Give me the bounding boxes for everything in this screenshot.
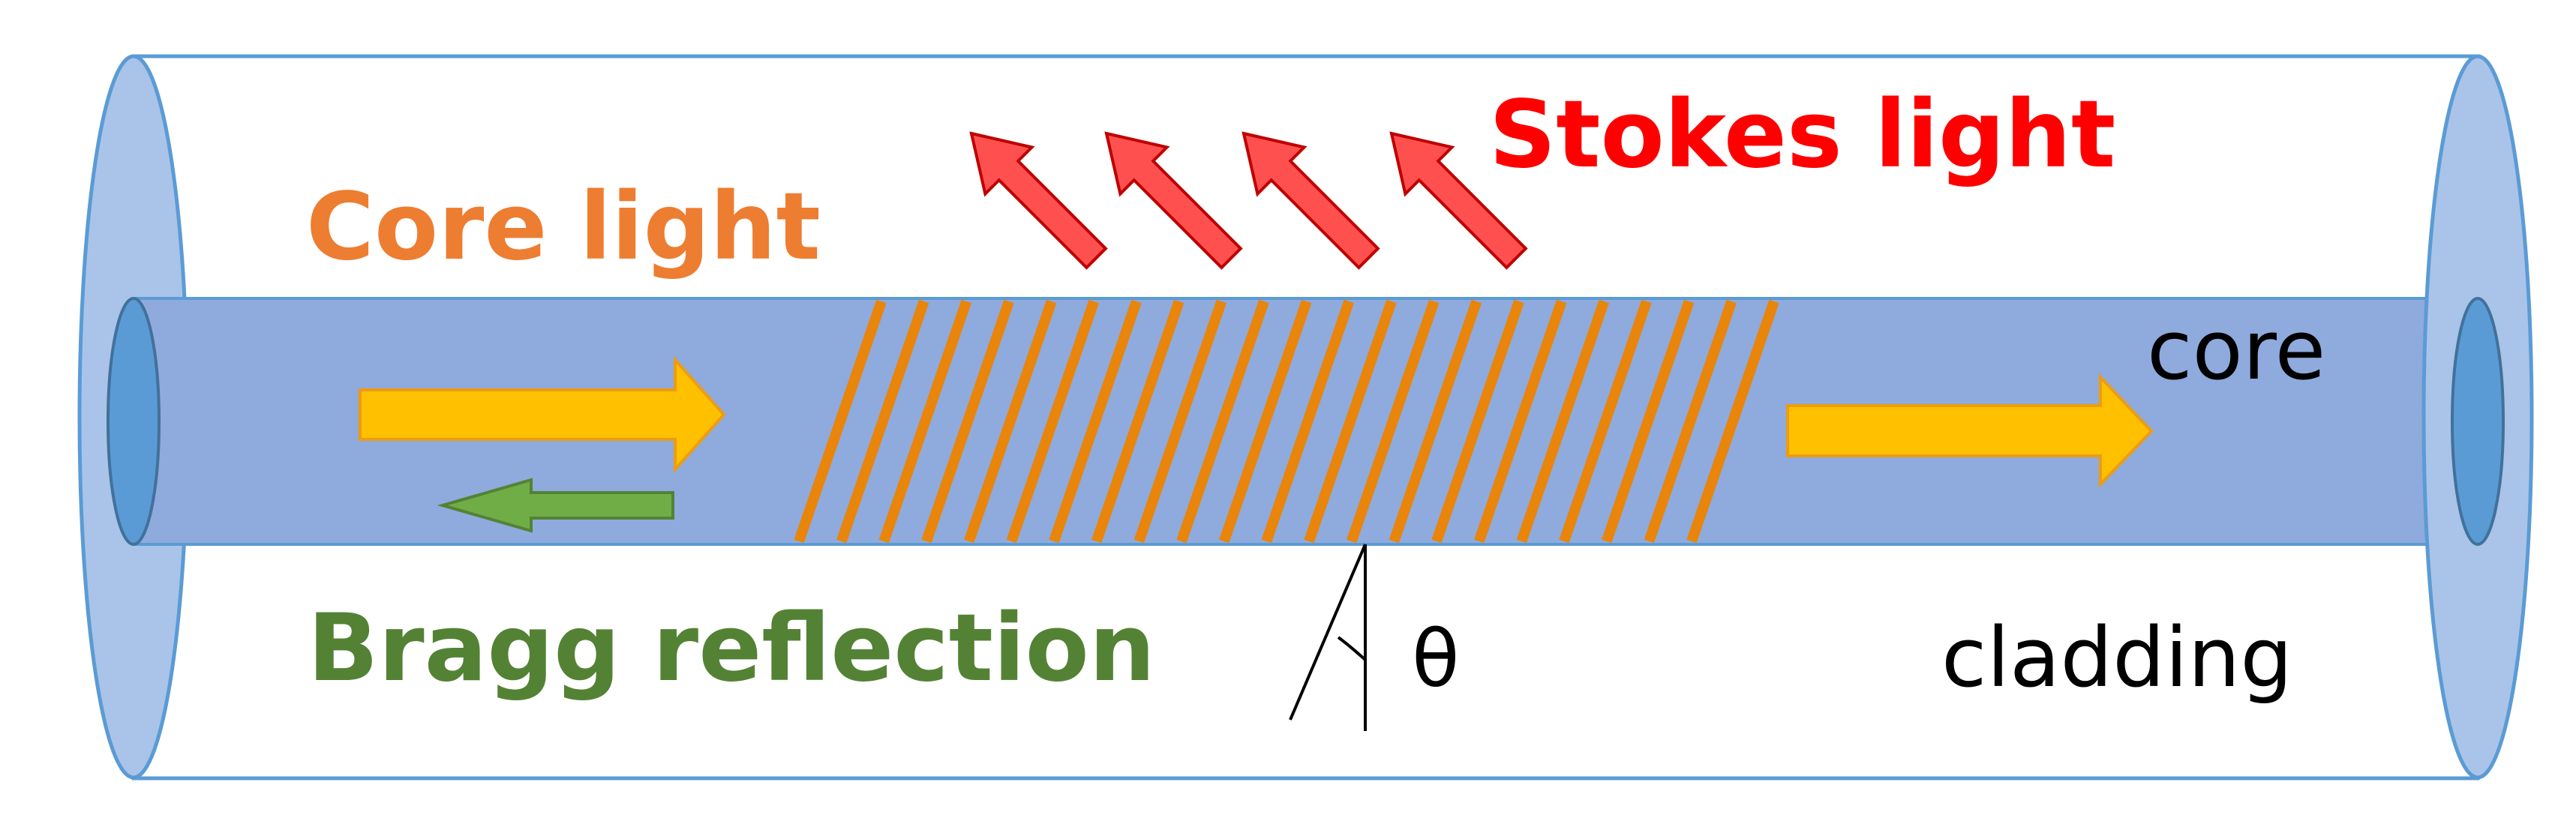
grating-line: [1431, 299, 1524, 544]
grating-line: [1474, 299, 1567, 544]
right-core-end: [2451, 297, 2505, 546]
grating-line: [1389, 299, 1482, 544]
angle-arc: [1337, 636, 1367, 661]
grating-line: [878, 299, 971, 544]
grating-line: [1261, 299, 1354, 544]
stokes-light-arrows: [969, 131, 1528, 270]
grating-line: [836, 299, 929, 544]
grating-line: [921, 299, 1014, 544]
grating-line: [1091, 299, 1184, 544]
tilt-angle-indicator: [1289, 544, 1367, 731]
grating-line: [1304, 299, 1397, 544]
stokes-light-label: Stokes light: [1489, 81, 2115, 189]
stokes-arrow: [1241, 131, 1380, 270]
grating-line: [1644, 299, 1737, 544]
grating-line: [1686, 299, 1779, 544]
transmitted-core-light-arrow: [1786, 373, 2154, 488]
core-light-label: Core light: [306, 173, 821, 281]
stokes-arrow: [1389, 131, 1528, 270]
core-label: core: [2147, 302, 2325, 398]
grating-line: [1602, 299, 1695, 544]
theta-label: θ: [1412, 613, 1460, 705]
bragg-reflection-arrow: [437, 478, 674, 533]
bragg-reflection-label: Bragg reflection: [308, 595, 1155, 703]
grating-line: [1516, 299, 1609, 544]
tilted-grating: [794, 299, 1779, 544]
grating-line: [1347, 299, 1440, 544]
cladding-label: cladding: [1941, 610, 2292, 706]
grating-line: [964, 299, 1057, 544]
angle-tilted-line: [1289, 544, 1367, 721]
grating-line: [794, 299, 887, 544]
left-core-end: [107, 297, 161, 546]
grating-line: [1176, 299, 1269, 544]
grating-line: [1219, 299, 1312, 544]
grating-line: [1006, 299, 1099, 544]
grating-line: [1133, 299, 1226, 544]
stokes-arrow: [969, 131, 1108, 270]
input-core-light-arrow: [359, 355, 726, 474]
grating-line: [1559, 299, 1652, 544]
stokes-arrow: [1104, 131, 1243, 270]
grating-line: [1049, 299, 1142, 544]
